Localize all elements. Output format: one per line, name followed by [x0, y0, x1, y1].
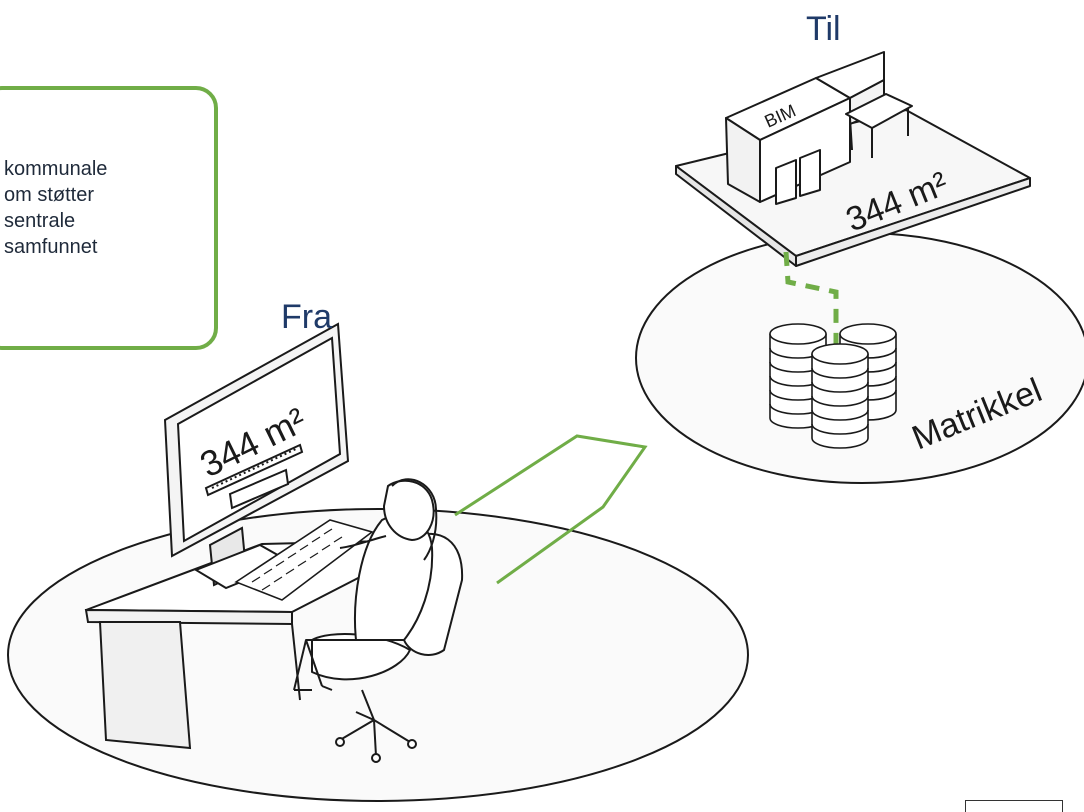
- person-at-desk: [293, 478, 464, 763]
- from-label: Fra: [281, 298, 332, 336]
- callout-box: kommunale om støtter sentrale samfunnet: [0, 86, 218, 350]
- database-stacks: [769, 323, 897, 449]
- callout-text: kommunale om støtter sentrale samfunnet: [4, 156, 107, 260]
- connection-arrow: [454, 434, 648, 585]
- corner-frame: [965, 800, 1063, 812]
- computer-monitor: [163, 322, 350, 590]
- database-stack-3: [811, 343, 869, 449]
- to-label: Til: [806, 10, 841, 48]
- callout-line: samfunnet: [4, 236, 98, 258]
- building-model: [675, 51, 1031, 267]
- callout-line: kommunale: [4, 158, 108, 180]
- data-link-dashed: [783, 251, 839, 360]
- callout-line: sentrale: [4, 210, 76, 232]
- callout-line: om støtter: [4, 184, 95, 206]
